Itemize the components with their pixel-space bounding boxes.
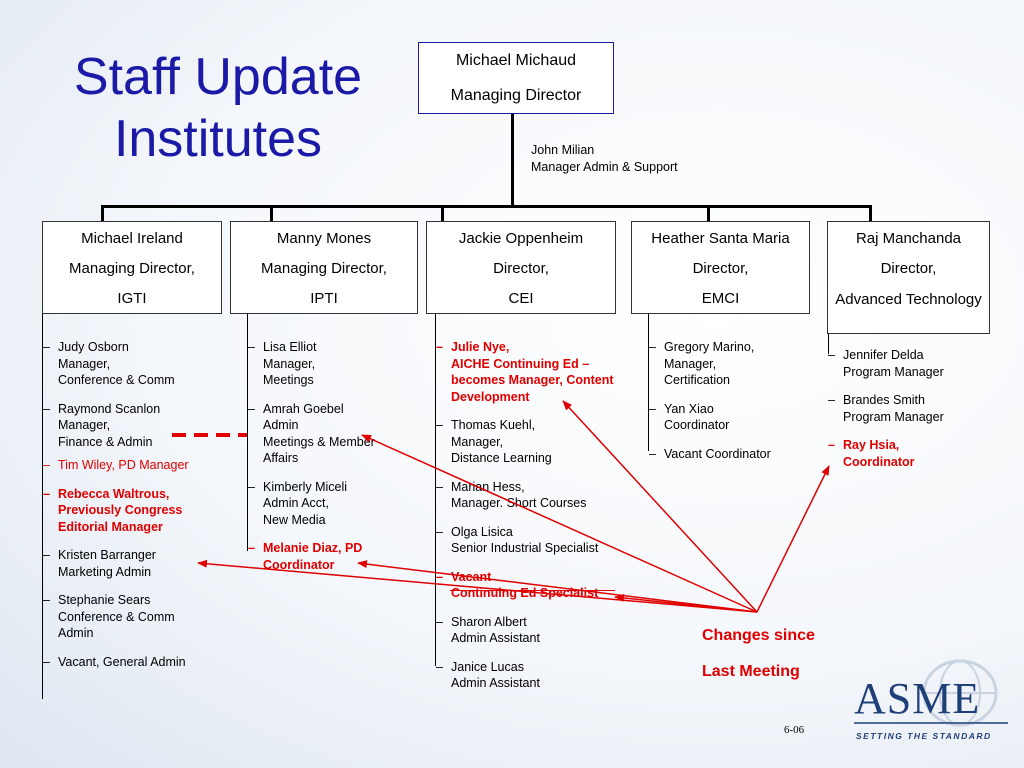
director-name: Michael Ireland (81, 230, 183, 247)
connector-drop-1 (101, 205, 104, 222)
staff-list-emci: Gregory Marino, Manager, Certification Y… (649, 339, 819, 474)
staff-entry: Brandes Smith Program Manager (828, 392, 1003, 425)
director-role: Director, (880, 260, 937, 277)
staff-entry: Jennifer Delda Program Manager (828, 347, 1003, 380)
staff-entry: Janice Lucas Admin Assistant (436, 659, 641, 692)
staff-list-cei: Julie Nye, AICHE Continuing Ed – becomes… (436, 339, 641, 704)
staff-line-advanced-technology (828, 334, 829, 354)
director-role: Managing Director, (261, 260, 387, 277)
logo-text: ASME (854, 674, 980, 723)
staff-entry: Kristen Barranger Marketing Admin (43, 547, 228, 580)
staff-list-igti: Judy Osborn Manager, Conference & Comm R… (43, 339, 228, 682)
staff-entry: Sharon Albert Admin Assistant (436, 614, 641, 647)
staff-entry-changed: Tim Wiley, PD Manager (43, 457, 228, 474)
staff-entry: Marian Hess, Manager. Short Courses (436, 479, 641, 512)
director-box-igti: Michael Ireland Managing Director, IGTI (42, 221, 222, 314)
staff-entry: Lisa Elliot Manager, Meetings (248, 339, 428, 389)
staff-entry: Vacant, General Admin (43, 654, 228, 671)
staff-entry-changed: Melanie Diaz, PD Coordinator (248, 540, 428, 573)
connector-trunk (511, 114, 514, 208)
staff-entry: Thomas Kuehl, Manager, Distance Learning (436, 417, 641, 467)
director-box-cei: Jackie Oppenheim Director, CEI (426, 221, 616, 314)
connector-drop-3 (441, 205, 444, 222)
staff-entry: Gregory Marino, Manager, Certification (649, 339, 819, 389)
staff-entry: Stephanie Sears Conference & Comm Admin (43, 592, 228, 642)
connector-drop-4 (707, 205, 710, 222)
logo-tagline: SETTING THE STANDARD (856, 731, 992, 741)
director-unit: CEI (508, 290, 534, 307)
page-number: 6-06 (784, 724, 805, 736)
support-staff: John Milian Manager Admin & Support (531, 143, 678, 174)
director-name: Heather Santa Maria (651, 230, 790, 247)
director-role: Managing Director, (69, 260, 195, 277)
top-name: Michael Michaud (455, 52, 577, 69)
director-unit: Advanced Technology (835, 291, 982, 308)
connector-bar (101, 205, 872, 208)
staff-entry: Raymond Scanlon Manager, Finance & Admin (43, 401, 228, 451)
director-name: Jackie Oppenheim (458, 230, 584, 247)
staff-entry: Amrah Goebel Admin Meetings & Member Aff… (248, 401, 428, 467)
director-box-advanced-technology: Raj Manchanda Director, Advanced Technol… (827, 221, 990, 334)
changes-legend: Changes since Last Meeting (702, 627, 815, 680)
staff-entry: Judy Osborn Manager, Conference & Comm (43, 339, 228, 389)
page-title: Staff Update Institutes (73, 48, 363, 168)
director-box-ipti: Manny Mones Managing Director, IPTI (230, 221, 418, 314)
strikethrough-line (450, 590, 615, 591)
connector-drop-2 (270, 205, 273, 222)
staff-entry-changed: Ray Hsia, Coordinator (828, 437, 1003, 470)
director-name: Manny Mones (276, 230, 372, 247)
staff-entry: Olga Lisica Senior Industrial Specialist (436, 524, 641, 557)
arrow-to-ray-hsia (756, 465, 830, 613)
director-unit: EMCI (701, 290, 740, 307)
director-role: Director, (692, 260, 749, 277)
director-box-emci: Heather Santa Maria Director, EMCI (631, 221, 810, 314)
staff-entry-changed: Julie Nye, AICHE Continuing Ed – becomes… (436, 339, 641, 405)
staff-entry: Vacant Coordinator (649, 446, 819, 463)
staff-entry-changed: Rebecca Waltrous, Previously Congress Ed… (43, 486, 228, 536)
staff-list-advanced-technology: Jennifer Delda Program Manager Brandes S… (828, 347, 1003, 482)
asme-logo: ASME SETTING THE STANDARD (854, 659, 1008, 741)
connector-drop-5 (869, 205, 872, 222)
director-name: Raj Manchanda (855, 230, 962, 247)
staff-entry-changed: Vacant Continuing Ed Specialist (436, 569, 641, 602)
staff-entry: Yan Xiao Coordinator (649, 401, 819, 434)
staff-entry: Kimberly Miceli Admin Acct, New Media (248, 479, 428, 529)
top-role: Managing Director (450, 87, 582, 104)
director-role: Director, (493, 260, 549, 277)
director-unit: IGTI (117, 290, 147, 307)
staff-list-ipti: Lisa Elliot Manager, Meetings Amrah Goeb… (248, 339, 428, 585)
top-box-managing-director: Michael Michaud Managing Director (418, 42, 614, 114)
director-unit: IPTI (310, 290, 338, 307)
